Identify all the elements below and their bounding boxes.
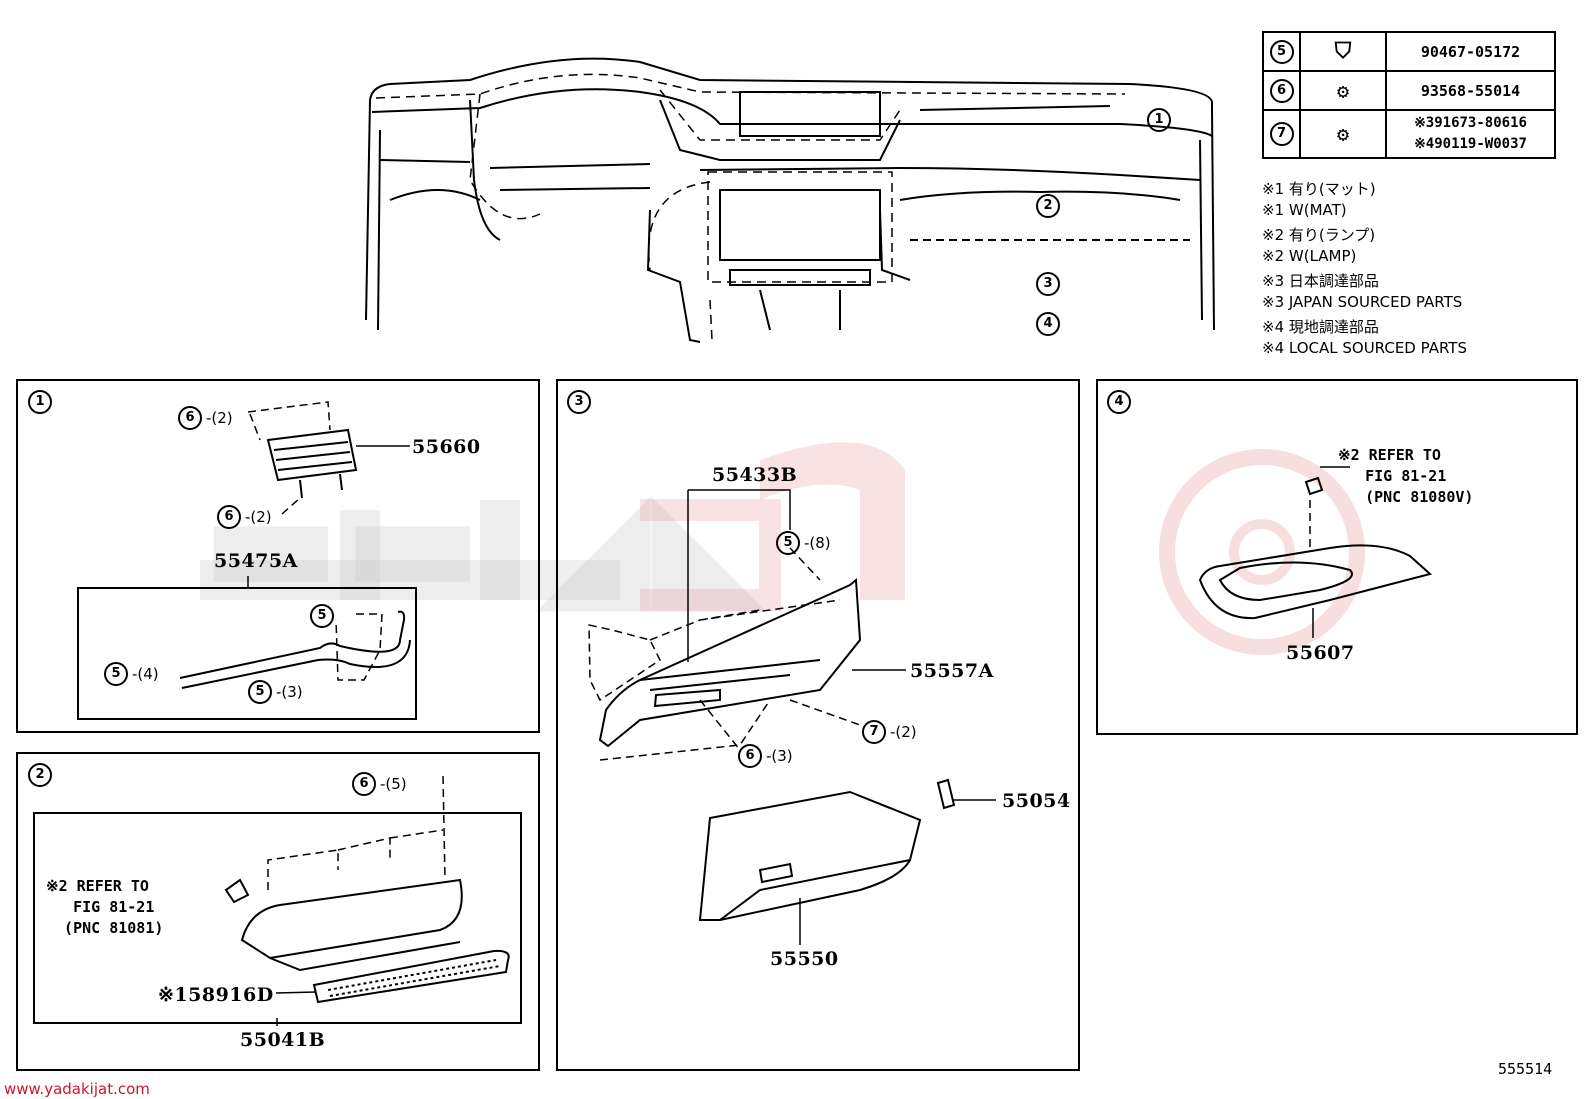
panel-1 — [16, 379, 540, 733]
note-line: ※1 有り(マット) — [1262, 180, 1376, 198]
bolt-icon: ⚙ — [1336, 78, 1350, 103]
panel-4-index: 4 — [1107, 390, 1131, 414]
note-line: ※1 W(MAT) — [1262, 201, 1347, 219]
note-line: ※3 日本調達部品 — [1262, 272, 1379, 290]
overview-callout-2: 2 — [1036, 194, 1060, 218]
panel-4 — [1096, 379, 1578, 735]
fastener-row: 5 ⛉ 90467-05172 — [1262, 31, 1556, 72]
fastener-part-number: 93568-55014 — [1385, 70, 1556, 111]
fastener-row: 7 ⚙ ※391673-80616 ※490119-W0037 — [1262, 109, 1556, 159]
fastener-ref: 6 — [1269, 78, 1294, 103]
fastener-table: 5 ⛉ 90467-05172 6 ⚙ 93568-55014 7 ⚙ ※391… — [1262, 31, 1556, 159]
fastener-row: 6 ⚙ 93568-55014 — [1262, 70, 1556, 111]
panel-1-subgroup-frame — [77, 587, 417, 720]
panel-3-index: 3 — [567, 390, 591, 414]
fastener-callout-6: 6 — [217, 505, 241, 529]
overview-callout-1: 1 — [1147, 108, 1171, 132]
note-line: ※3 JAPAN SOURCED PARTS — [1262, 293, 1463, 311]
part-number-55660: 55660 — [412, 436, 481, 458]
note-line: ※2 W(LAMP) — [1262, 247, 1357, 265]
panel-3 — [556, 379, 1080, 1071]
fastener-qty: -(5) — [380, 775, 407, 793]
fastener-callout-5: 5 — [776, 531, 800, 555]
part-number-55041B: 55041B — [240, 1029, 326, 1051]
fastener-callout-5: 5 — [248, 680, 272, 704]
panel-2 — [16, 752, 540, 1071]
fastener-ref: 7 — [1269, 122, 1294, 146]
part-number-55550: 55550 — [770, 948, 839, 970]
panel-2-index: 2 — [28, 763, 52, 787]
part-number-55607: 55607 — [1286, 642, 1355, 664]
fastener-qty: -(3) — [276, 683, 303, 701]
part-number-55433B: 55433B — [712, 464, 798, 486]
fastener-callout-7: 7 — [862, 720, 886, 744]
fastener-callout-5: 5 — [104, 662, 128, 686]
fastener-callout-6: 6 — [178, 406, 202, 430]
fastener-qty: -(2) — [245, 508, 272, 526]
fastener-part-number: 90467-05172 — [1385, 31, 1556, 72]
fastener-qty: -(4) — [132, 665, 159, 683]
watermark: ▬▬ ◢◣ — [200, 455, 767, 629]
fastener-callout-6: 6 — [352, 772, 376, 796]
part-number-55475A: 55475A — [214, 550, 298, 572]
overview-callout-4: 4 — [1036, 312, 1060, 336]
fastener-qty: -(2) — [206, 409, 233, 427]
note-line: ※4 LOCAL SOURCED PARTS — [1262, 339, 1467, 357]
fastener-qty: -(2) — [890, 723, 917, 741]
diagram-code: 555514 — [1498, 1060, 1553, 1078]
overview-callout-3: 3 — [1036, 272, 1060, 296]
website-link[interactable]: www.yadakijat.com — [4, 1080, 150, 1098]
fastener-ref: 5 — [1269, 39, 1294, 64]
fastener-callout-5: 5 — [310, 604, 334, 628]
panel-1-index: 1 — [28, 390, 52, 414]
part-number-55557A: 55557A — [910, 660, 994, 682]
note-line: ※4 現地調達部品 — [1262, 318, 1379, 336]
clip-icon: ⛉ — [1334, 39, 1352, 64]
fastener-callout-6: 6 — [738, 744, 762, 768]
screw-icon: ⚙ — [1336, 122, 1350, 146]
refer-note: ※2 REFER TO FIG 81-21 (PNC 81080V) — [1338, 446, 1474, 506]
part-number-55054: 55054 — [1002, 790, 1071, 812]
part-number-58916D: ※158916D — [158, 984, 274, 1006]
fastener-part-number: ※391673-80616 ※490119-W0037 — [1385, 109, 1556, 159]
fastener-qty: -(3) — [766, 747, 793, 765]
fastener-qty: -(8) — [804, 534, 831, 552]
refer-note: ※2 REFER TO FIG 81-21 (PNC 81081) — [46, 877, 164, 937]
note-line: ※2 有り(ランプ) — [1262, 226, 1376, 244]
